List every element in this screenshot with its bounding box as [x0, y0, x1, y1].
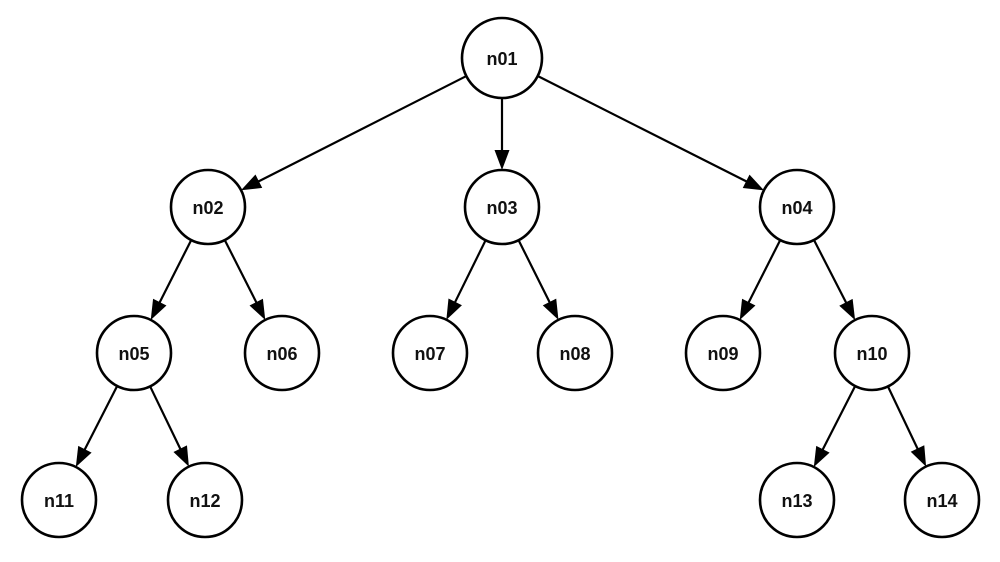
node-n10[interactable]: n10 — [833, 314, 911, 392]
node-circle[interactable] — [243, 314, 321, 392]
edge-line — [452, 239, 487, 306]
node-circle[interactable] — [833, 314, 911, 392]
node-label: n11 — [44, 491, 74, 511]
node-circle[interactable] — [20, 461, 98, 539]
edge-n02-to-n05 — [150, 239, 193, 320]
arrow-head-icon — [910, 445, 927, 467]
edge-n05-to-n12 — [149, 385, 189, 467]
arrow-head-icon — [742, 174, 764, 191]
edge-n10-to-n14 — [886, 385, 927, 467]
node-label: n13 — [781, 491, 812, 511]
edge-n04-to-n09 — [739, 239, 782, 320]
edge-n05-to-n11 — [75, 385, 119, 468]
node-circle[interactable] — [166, 461, 244, 539]
edge-n10-to-n13 — [813, 385, 857, 468]
edge-line — [223, 239, 259, 306]
arrow-head-icon — [75, 445, 92, 468]
node-circle[interactable] — [391, 314, 469, 392]
edge-n04-to-n10 — [812, 239, 856, 321]
node-label: n05 — [118, 344, 149, 364]
edge-line — [746, 239, 782, 306]
edge-line — [157, 239, 193, 306]
node-n05[interactable]: n05 — [95, 314, 173, 392]
node-label: n12 — [189, 491, 220, 511]
node-circle[interactable] — [169, 168, 247, 246]
node-circle[interactable] — [536, 314, 614, 392]
node-circle[interactable] — [463, 168, 541, 246]
arrow-head-icon — [813, 445, 830, 468]
node-label: n10 — [856, 344, 887, 364]
arrow-head-icon — [494, 150, 510, 170]
node-label: n08 — [559, 344, 590, 364]
node-circle[interactable] — [95, 314, 173, 392]
node-label: n09 — [707, 344, 738, 364]
edge-n03-to-n08 — [517, 239, 559, 320]
node-n02[interactable]: n02 — [169, 168, 247, 246]
edge-line — [517, 239, 552, 306]
node-n06[interactable]: n06 — [243, 314, 321, 392]
edge-n01-to-n03 — [494, 98, 510, 170]
edge-line — [255, 75, 467, 184]
edge-line — [149, 385, 183, 452]
arrow-head-icon — [739, 298, 756, 320]
node-label: n07 — [414, 344, 445, 364]
node-label: n06 — [266, 344, 297, 364]
node-n11[interactable]: n11 — [20, 461, 98, 539]
arrow-head-icon — [446, 298, 462, 320]
node-label: n04 — [781, 198, 812, 218]
edge-n01-to-n02 — [241, 75, 467, 191]
edge-line — [82, 385, 119, 453]
node-n04[interactable]: n04 — [758, 168, 836, 246]
node-label: n14 — [926, 491, 957, 511]
node-label: n01 — [486, 49, 517, 69]
arrow-head-icon — [241, 174, 263, 191]
arrow-head-icon — [542, 298, 559, 320]
arrow-head-icon — [150, 298, 167, 320]
node-n09[interactable]: n09 — [684, 314, 762, 392]
node-n13[interactable]: n13 — [758, 461, 836, 539]
arrow-head-icon — [249, 298, 266, 320]
node-circle[interactable] — [903, 461, 981, 539]
edge-line — [820, 385, 857, 453]
node-circle[interactable] — [460, 16, 544, 100]
edge-n02-to-n06 — [223, 239, 266, 320]
node-circle[interactable] — [758, 168, 836, 246]
arrow-head-icon — [173, 445, 189, 467]
node-n07[interactable]: n07 — [391, 314, 469, 392]
node-circle[interactable] — [758, 461, 836, 539]
node-label: n03 — [486, 198, 517, 218]
edge-n01-to-n04 — [537, 75, 764, 191]
node-label: n02 — [192, 198, 223, 218]
node-n14[interactable]: n14 — [903, 461, 981, 539]
edge-line — [812, 239, 849, 306]
node-n08[interactable]: n08 — [536, 314, 614, 392]
nodes-layer: n01 n02 n03 n04 n05 n06 n07 n08 n09 n10 n11 n12 n13 n… — [20, 16, 981, 539]
edge-n03-to-n07 — [446, 239, 487, 320]
node-n03[interactable]: n03 — [463, 168, 541, 246]
edge-line — [537, 75, 750, 184]
arrow-head-icon — [839, 298, 856, 321]
edge-line — [886, 385, 920, 452]
node-circle[interactable] — [684, 314, 762, 392]
node-n01[interactable]: n01 — [460, 16, 544, 100]
edges-layer — [75, 75, 927, 468]
node-n12[interactable]: n12 — [166, 461, 244, 539]
